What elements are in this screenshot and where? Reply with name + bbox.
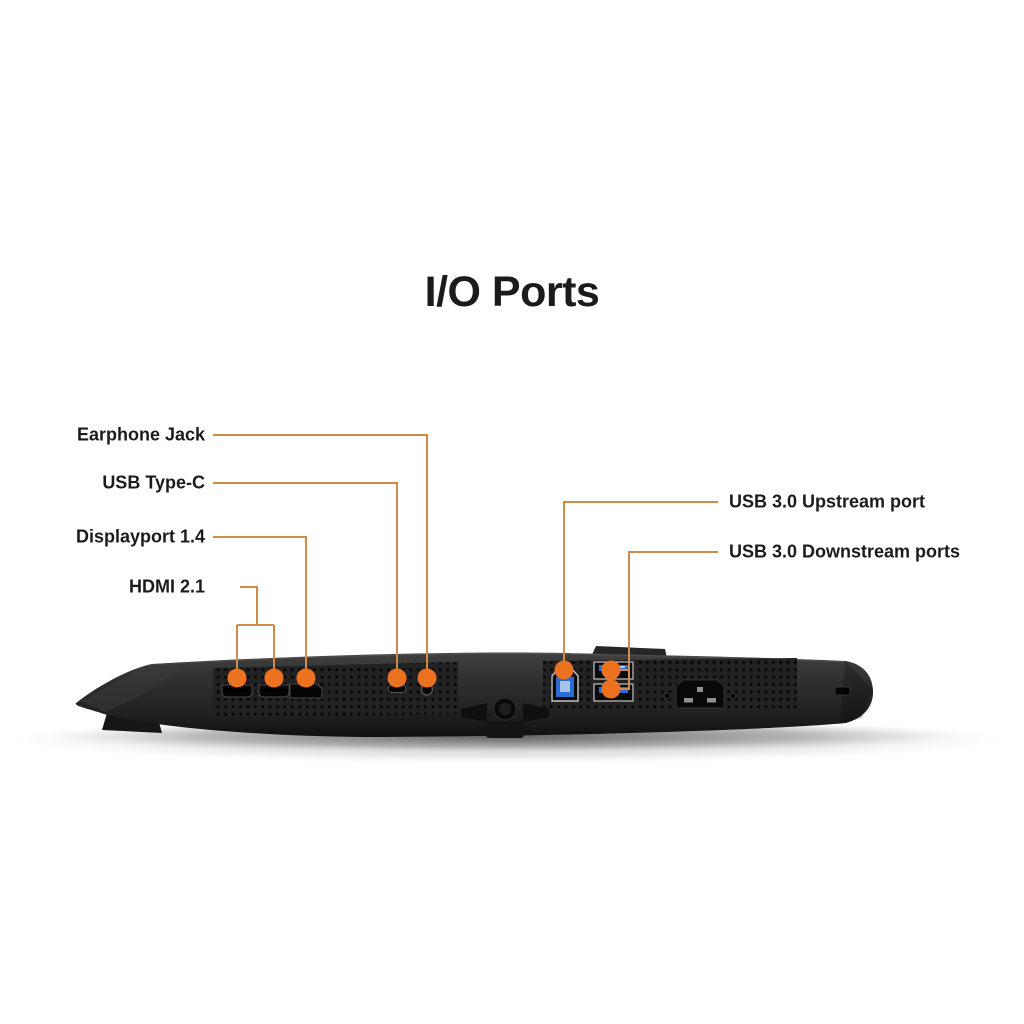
label-usb-downstream: USB 3.0 Downstream ports: [729, 541, 961, 562]
monitor-left-facet: [80, 662, 196, 712]
panel-screw-dot: [253, 690, 259, 696]
port-panel-right-vents: [543, 658, 797, 712]
callout-dot-usb-c: [387, 668, 407, 688]
power-panel-screw-left: [663, 692, 671, 700]
label-displayport: Displayport 1.4: [75, 526, 205, 547]
callout-dot-earphone: [417, 668, 437, 688]
page-title: I/O Ports: [424, 268, 600, 316]
label-usb-type-c: USB Type-C: [102, 472, 205, 493]
callout-dot-usb-downstream-1: [601, 660, 621, 680]
callout-line-earphone: [213, 434, 428, 678]
label-usb-upstream: USB 3.0 Upstream port: [729, 491, 926, 512]
kensington-lock-slot-icon: [834, 686, 851, 696]
joystick-control-icon: [461, 697, 549, 738]
callout-line-usb-c: [213, 482, 398, 678]
callout-dot-usb-downstream-2: [601, 679, 621, 699]
callout-dot-displayport: [296, 668, 316, 688]
hdmi-port-2-icon: [258, 684, 290, 698]
callout-dot-hdmi-1: [227, 668, 247, 688]
label-earphone-jack: Earphone Jack: [76, 424, 205, 445]
monitor-top-edge-highlight: [149, 652, 846, 666]
callout-dot-usb-upstream: [554, 660, 574, 680]
power-inlet-icon: [675, 679, 725, 709]
callout-line-displayport: [213, 536, 307, 678]
callout-line-usb-upstream: [563, 501, 718, 670]
power-panel-screw-right: [729, 692, 737, 700]
hdmi-port-1-icon: [221, 684, 253, 698]
monitor-right-facet: [840, 661, 873, 723]
label-hdmi: HDMI 2.1: [128, 576, 205, 597]
callout-dot-hdmi-2: [264, 668, 284, 688]
